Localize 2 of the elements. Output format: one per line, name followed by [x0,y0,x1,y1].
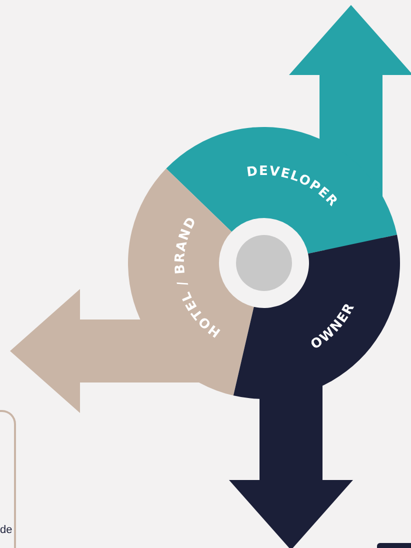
outlined-card [0,410,16,548]
card-text: de [0,524,12,536]
